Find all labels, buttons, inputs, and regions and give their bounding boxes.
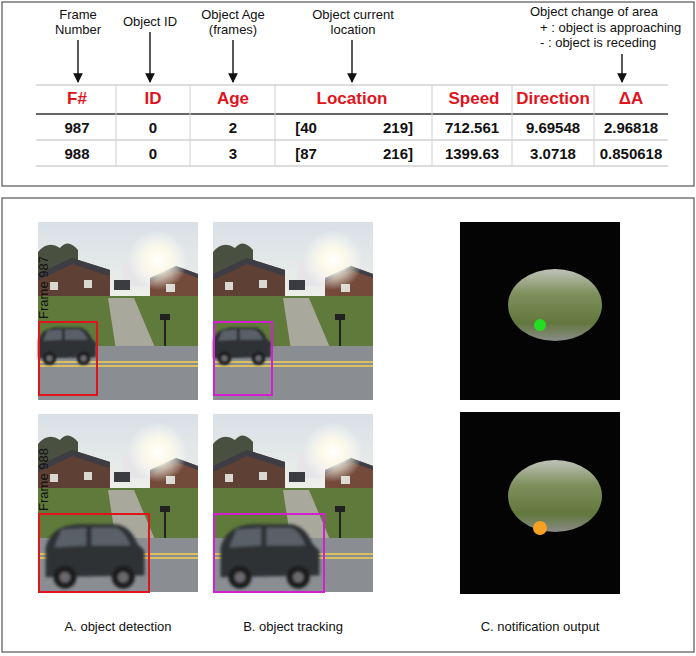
detection-frame-988 xyxy=(38,414,198,592)
table-cell: 219] xyxy=(372,119,424,136)
table-cell: [87 xyxy=(280,145,332,162)
table-header: ΔA xyxy=(594,89,668,109)
table-cell: 1399.63 xyxy=(432,145,512,162)
table-cell: 0 xyxy=(116,119,190,136)
frame-label: Frame 988 xyxy=(37,448,52,511)
table-cell: 988 xyxy=(38,145,116,162)
table-header: Location xyxy=(292,89,412,109)
table-cell: 3 xyxy=(193,145,273,162)
annotation-label: Object ID xyxy=(110,15,190,30)
table-cell: 9.69548 xyxy=(512,119,594,136)
table-cell: 0 xyxy=(116,145,190,162)
table-cell: 712.561 xyxy=(432,119,512,136)
notification-frame-988 xyxy=(460,412,620,594)
annotation-label: + : object is approaching xyxy=(540,21,690,36)
table-cell: 3.0718 xyxy=(512,145,594,162)
detection-frame-987 xyxy=(38,222,198,400)
table-header: F# xyxy=(38,89,116,109)
table-cell: 216] xyxy=(372,145,424,162)
tracking-frame-987 xyxy=(213,222,373,400)
frame-label: Frame 987 xyxy=(37,256,52,319)
table-panel xyxy=(2,2,694,186)
table-cell: 2 xyxy=(193,119,273,136)
table-header: Speed xyxy=(435,89,513,109)
annotation-label: Object Age (frames) xyxy=(186,8,280,38)
annotation-label: Frame Number xyxy=(40,8,116,38)
table-cell: 2.96818 xyxy=(594,119,668,136)
column-caption: A. object detection xyxy=(38,620,198,635)
table-grid xyxy=(36,85,668,166)
table-cell: 0.850618 xyxy=(594,145,668,162)
annotation-label: - : object is receding xyxy=(540,36,690,51)
table-cell: 987 xyxy=(38,119,116,136)
image-panel xyxy=(2,198,694,652)
table-header: Age xyxy=(193,89,273,109)
notification-frame-987 xyxy=(460,222,620,400)
table-header: Direction xyxy=(512,89,594,109)
annotation-label: Object change of area xyxy=(530,5,690,20)
tracking-frame-988 xyxy=(213,414,373,592)
annotation-label: Object current location xyxy=(296,8,410,38)
column-caption: B. object tracking xyxy=(213,620,373,635)
column-caption: C. notification output xyxy=(440,620,640,635)
table-cell: [40 xyxy=(280,119,332,136)
table-header: ID xyxy=(116,89,190,109)
